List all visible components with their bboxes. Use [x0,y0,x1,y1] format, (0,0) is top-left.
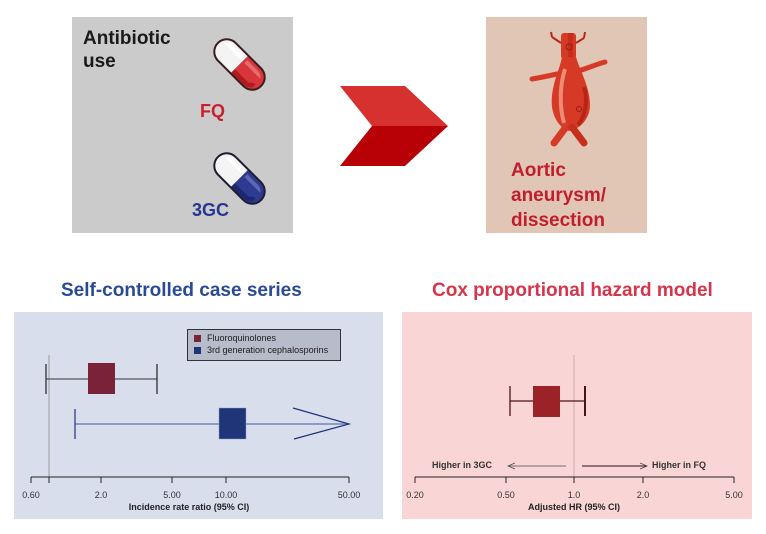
sccs-legend: Fluoroquinolones 3rd generation cephalos… [187,329,341,361]
cox-forest-plot: Higher in 3GC Higher in FQ 0.20 0.50 1.0… [402,312,752,519]
outcome-title-line3: dissection [511,210,605,231]
sccs-tick-0: 0.60 [22,490,40,500]
cox-x-axis-title: Adjusted HR (95% CI) [527,502,621,512]
legend-label-fq: Fluoroquinolones [207,333,277,343]
sccs-plot-area [30,355,352,483]
hr-estimate-box [533,386,560,417]
right-arrow-icon [639,462,649,470]
exposure-title-line1: Antibiotic [83,28,171,49]
sccs-title: Self-controlled case series [61,280,302,301]
exposure-title: Antibiotic use [83,27,171,73]
legend-item-cephalosporins: 3rd generation cephalosporins [194,345,328,355]
sccs-x-axis-title: Incidence rate ratio (95% CI) [128,502,250,512]
sccs-forest-plot: Fluoroquinolones 3rd generation cephalos… [14,312,383,519]
ci-truncation-arrow [292,407,352,440]
outcome-title: Aortic aneurysm/ dissection [511,158,606,233]
cox-tick-3: 2.0 [636,490,650,500]
exposure-title-line2: use [83,51,116,72]
cox-title: Cox proportional hazard model [432,280,713,301]
sccs-tick-2: 5.00 [163,490,181,500]
sccs-tick-4: 50.00 [337,490,361,500]
pill-icon-blue [213,152,266,205]
higher-in-3gc-label: Higher in 3GC [432,460,493,470]
chevron-right-icon [340,86,448,166]
cox-tick-0: 0.20 [406,490,424,500]
cox-tick-4: 5.00 [725,490,743,500]
outcome-panel: Aortic aneurysm/ dissection [486,17,647,233]
cox-plot-area [414,355,735,483]
legend-swatch-3gc [194,347,201,354]
legend-swatch-fq [194,335,201,342]
fq-label: FQ [200,101,225,121]
legend-item-fluoroquinolones: Fluoroquinolones [194,333,276,343]
pill-icon-red [213,38,266,91]
exposure-panel: Antibiotic use FQ 3GC [72,17,293,233]
cox-tick-1: 0.50 [497,490,515,500]
outcome-title-line1: Aortic [511,160,566,181]
outcome-title-line2: aneurysm/ [511,185,607,206]
3gc-estimate-box [218,407,247,440]
higher-in-fq-label: Higher in FQ [652,460,706,470]
left-arrow-icon [506,462,516,470]
sccs-tick-3: 10.00 [214,490,238,500]
sccs-tick-1: 2.0 [94,490,108,500]
legend-label-3gc: 3rd generation cephalosporins [207,345,329,355]
3gc-label: 3GC [192,200,230,220]
aorta-icon [529,31,608,147]
fq-estimate-box [88,363,115,394]
cox-tick-2: 1.0 [567,490,581,500]
